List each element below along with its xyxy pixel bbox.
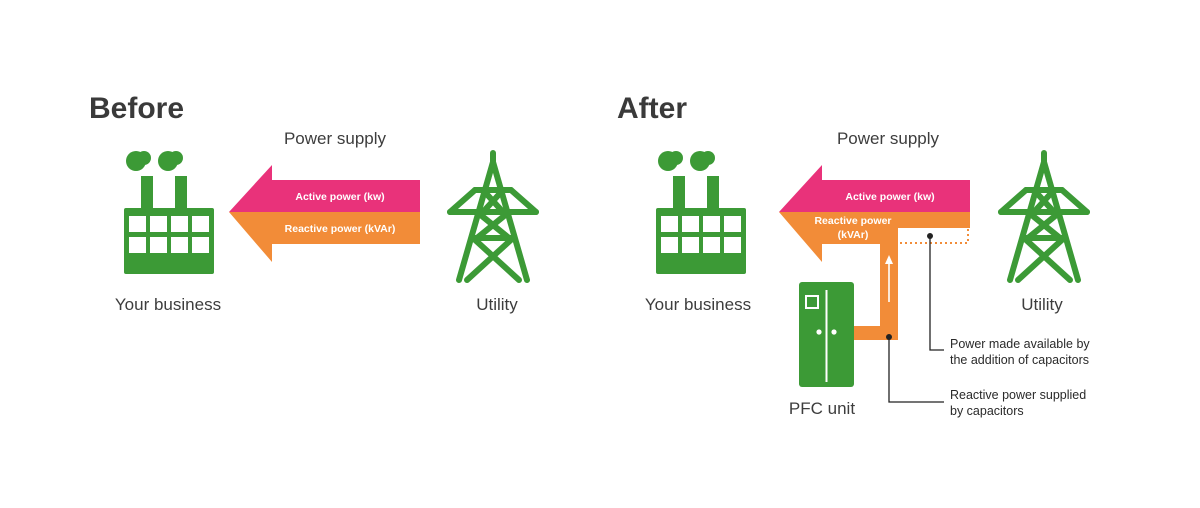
- before-title: Before: [89, 92, 184, 125]
- note-supplied-line2: by capacitors: [950, 404, 1024, 418]
- before-utility-icon: [450, 153, 536, 280]
- before-business-icon: [124, 151, 214, 274]
- before-active-power-band: [229, 165, 420, 212]
- callout-available: [927, 233, 944, 351]
- after-title: After: [617, 92, 687, 125]
- pfc-unit-label: PFC unit: [789, 399, 855, 418]
- before-supply-label: Power supply: [284, 129, 387, 148]
- before-active-label: Active power (kw): [295, 191, 384, 203]
- after-business-label: Your business: [645, 295, 751, 314]
- after-reactive-power-band: [779, 212, 970, 262]
- note-supplied-line1: Reactive power supplied: [950, 388, 1086, 402]
- before-utility-label: Utility: [476, 295, 518, 314]
- after-active-label: Active power (kw): [845, 191, 934, 203]
- callout-supplied: [886, 334, 944, 403]
- before-reactive-label: Reactive power (kVAr): [285, 223, 396, 235]
- after-active-power-band: [779, 165, 970, 212]
- after-utility-label: Utility: [1021, 295, 1063, 314]
- before-business-label: Your business: [115, 295, 221, 314]
- after-utility-icon: [1001, 153, 1087, 280]
- after-reactive-label-line1: Reactive power: [814, 215, 891, 227]
- after-reactive-label-line2: (kVAr): [838, 229, 869, 241]
- before-power-arrow: [229, 165, 420, 262]
- note-available-line1: Power made available by: [950, 337, 1090, 351]
- after-business-icon: [656, 151, 746, 274]
- pfc-unit-icon: [799, 282, 854, 387]
- note-available-line2: the addition of capacitors: [950, 353, 1089, 367]
- supply-direction-arrowhead: [885, 255, 893, 264]
- after-supply-label: Power supply: [837, 129, 940, 148]
- capacitor-supply-path: [852, 228, 898, 340]
- before-reactive-power-band: [229, 212, 420, 262]
- after-power-arrow: [779, 165, 970, 340]
